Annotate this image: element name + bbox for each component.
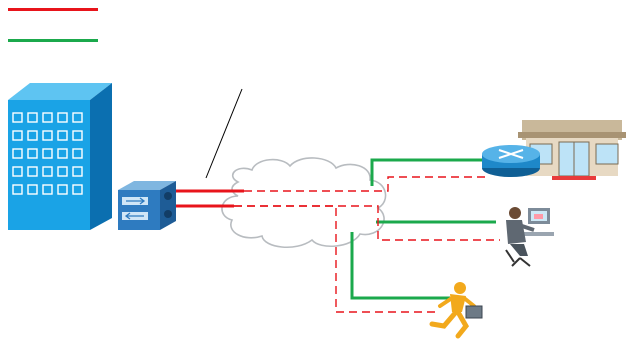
remote-worker-at-desk-icon (505, 207, 554, 267)
green-link-legend (8, 39, 98, 42)
red-solid-links (176, 189, 244, 208)
internet-cloud-icon (221, 157, 387, 249)
router-icon (482, 145, 540, 177)
headquarters-building-icon (8, 83, 112, 230)
branch-office-store-icon (518, 120, 626, 180)
firewall-appliance-icon (118, 181, 176, 230)
callout-leader-line (205, 88, 243, 179)
mobile-user-running-icon (429, 282, 483, 339)
red-link-legend (8, 8, 98, 11)
red-dashed-tunnel-links (234, 176, 500, 313)
green-tunnel-links (350, 158, 496, 300)
